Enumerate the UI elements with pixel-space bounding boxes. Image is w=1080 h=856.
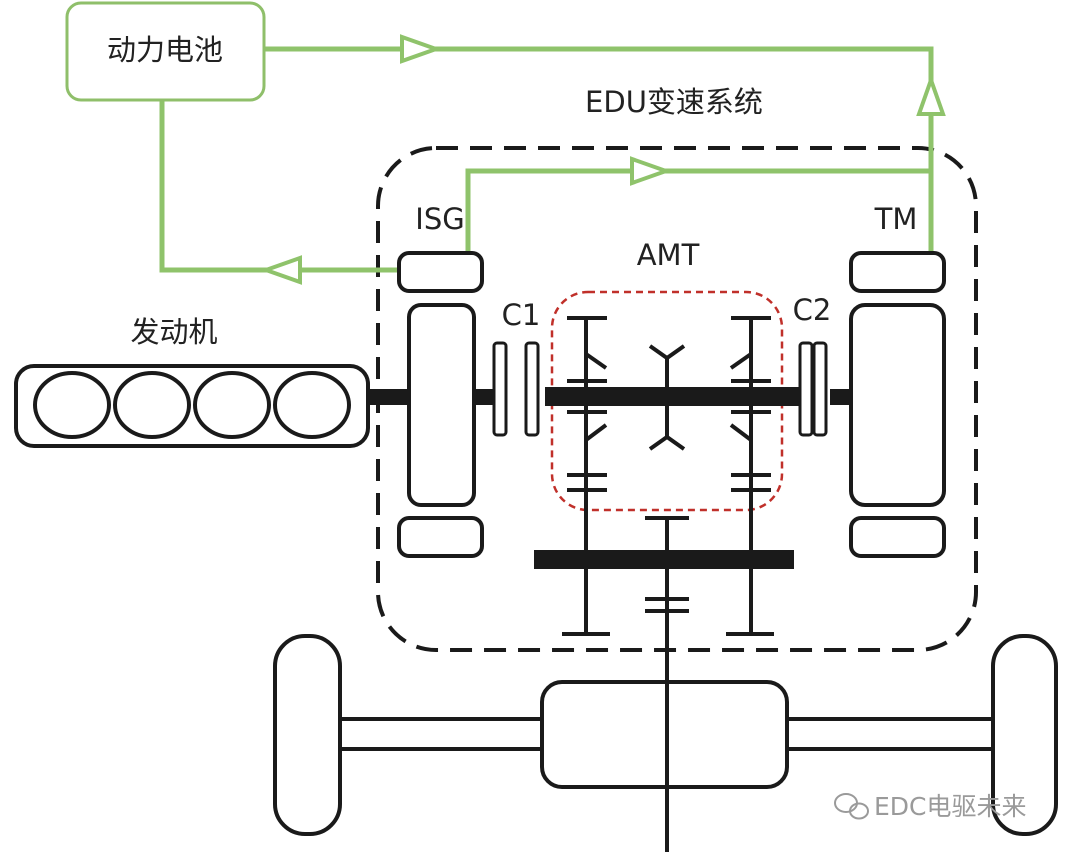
amt-main-shaft — [545, 387, 800, 406]
watermark-text: EDC电驱未来 — [874, 792, 1027, 821]
tm-input-shaft — [830, 389, 852, 405]
right-wheel — [991, 634, 1058, 836]
tm-rotor — [849, 303, 946, 507]
countershaft — [534, 550, 794, 569]
engine — [14, 364, 370, 448]
center-synchro-upper — [648, 344, 686, 361]
engine-cylinder-1 — [33, 371, 111, 439]
drive-axle — [273, 634, 1058, 836]
tm-label: TM — [874, 202, 918, 236]
c1-plate-right — [524, 341, 540, 437]
battery-to-tm-line — [264, 46, 934, 256]
c1-plate-left — [492, 341, 508, 437]
arrow-right-top-icon — [400, 34, 443, 64]
arrow-up-tm-icon — [916, 73, 946, 116]
engine-label: 发动机 — [130, 315, 217, 349]
c2-plate-left — [798, 341, 814, 437]
right-gear-synchro-lower — [729, 423, 753, 442]
isg-top-terminal — [397, 251, 484, 293]
right-half-shaft — [778, 717, 998, 751]
amt-boundary — [550, 290, 784, 512]
engine-output-shaft — [368, 389, 410, 405]
differential — [540, 680, 789, 789]
amt-gearset — [562, 316, 774, 852]
arrow-right-mid-icon — [630, 156, 673, 186]
energy-flow-lines — [159, 46, 934, 273]
battery-label: 动力电池 — [107, 33, 223, 67]
left-gear-synchro-upper — [584, 352, 608, 370]
edu-system-label: EDU变速系统 — [585, 85, 763, 119]
c1-label: C1 — [502, 298, 541, 332]
arrow-left-isg-icon — [259, 255, 302, 285]
isg-to-tm-line — [465, 168, 931, 256]
c2-label: C2 — [793, 293, 832, 327]
isg-label: ISG — [415, 202, 464, 236]
engine-cylinder-4 — [273, 371, 351, 439]
center-synchro-lower — [648, 434, 686, 451]
battery-to-isg-line — [159, 100, 398, 273]
tm-top-terminal — [849, 251, 946, 293]
left-gear-synchro-lower — [584, 423, 608, 442]
c2-plate-right — [812, 341, 828, 437]
isg-rotor — [407, 303, 476, 507]
left-wheel — [273, 634, 342, 836]
clutch-c1 — [492, 341, 540, 437]
tm-bottom-block — [849, 516, 946, 558]
flow-arrows — [259, 34, 946, 285]
left-half-shaft — [338, 717, 554, 751]
amt-label: AMT — [637, 238, 700, 272]
wechat-icon — [834, 793, 869, 820]
watermark: EDC电驱未来 — [834, 792, 1027, 821]
battery-box — [65, 1, 266, 102]
isg-bottom-block — [397, 516, 484, 558]
engine-cylinder-3 — [193, 371, 271, 439]
isg-motor — [397, 251, 484, 558]
engine-cylinder-2 — [113, 371, 191, 439]
clutch-c2 — [798, 341, 828, 437]
tm-motor — [849, 251, 946, 558]
right-gear-synchro-upper — [729, 352, 753, 370]
